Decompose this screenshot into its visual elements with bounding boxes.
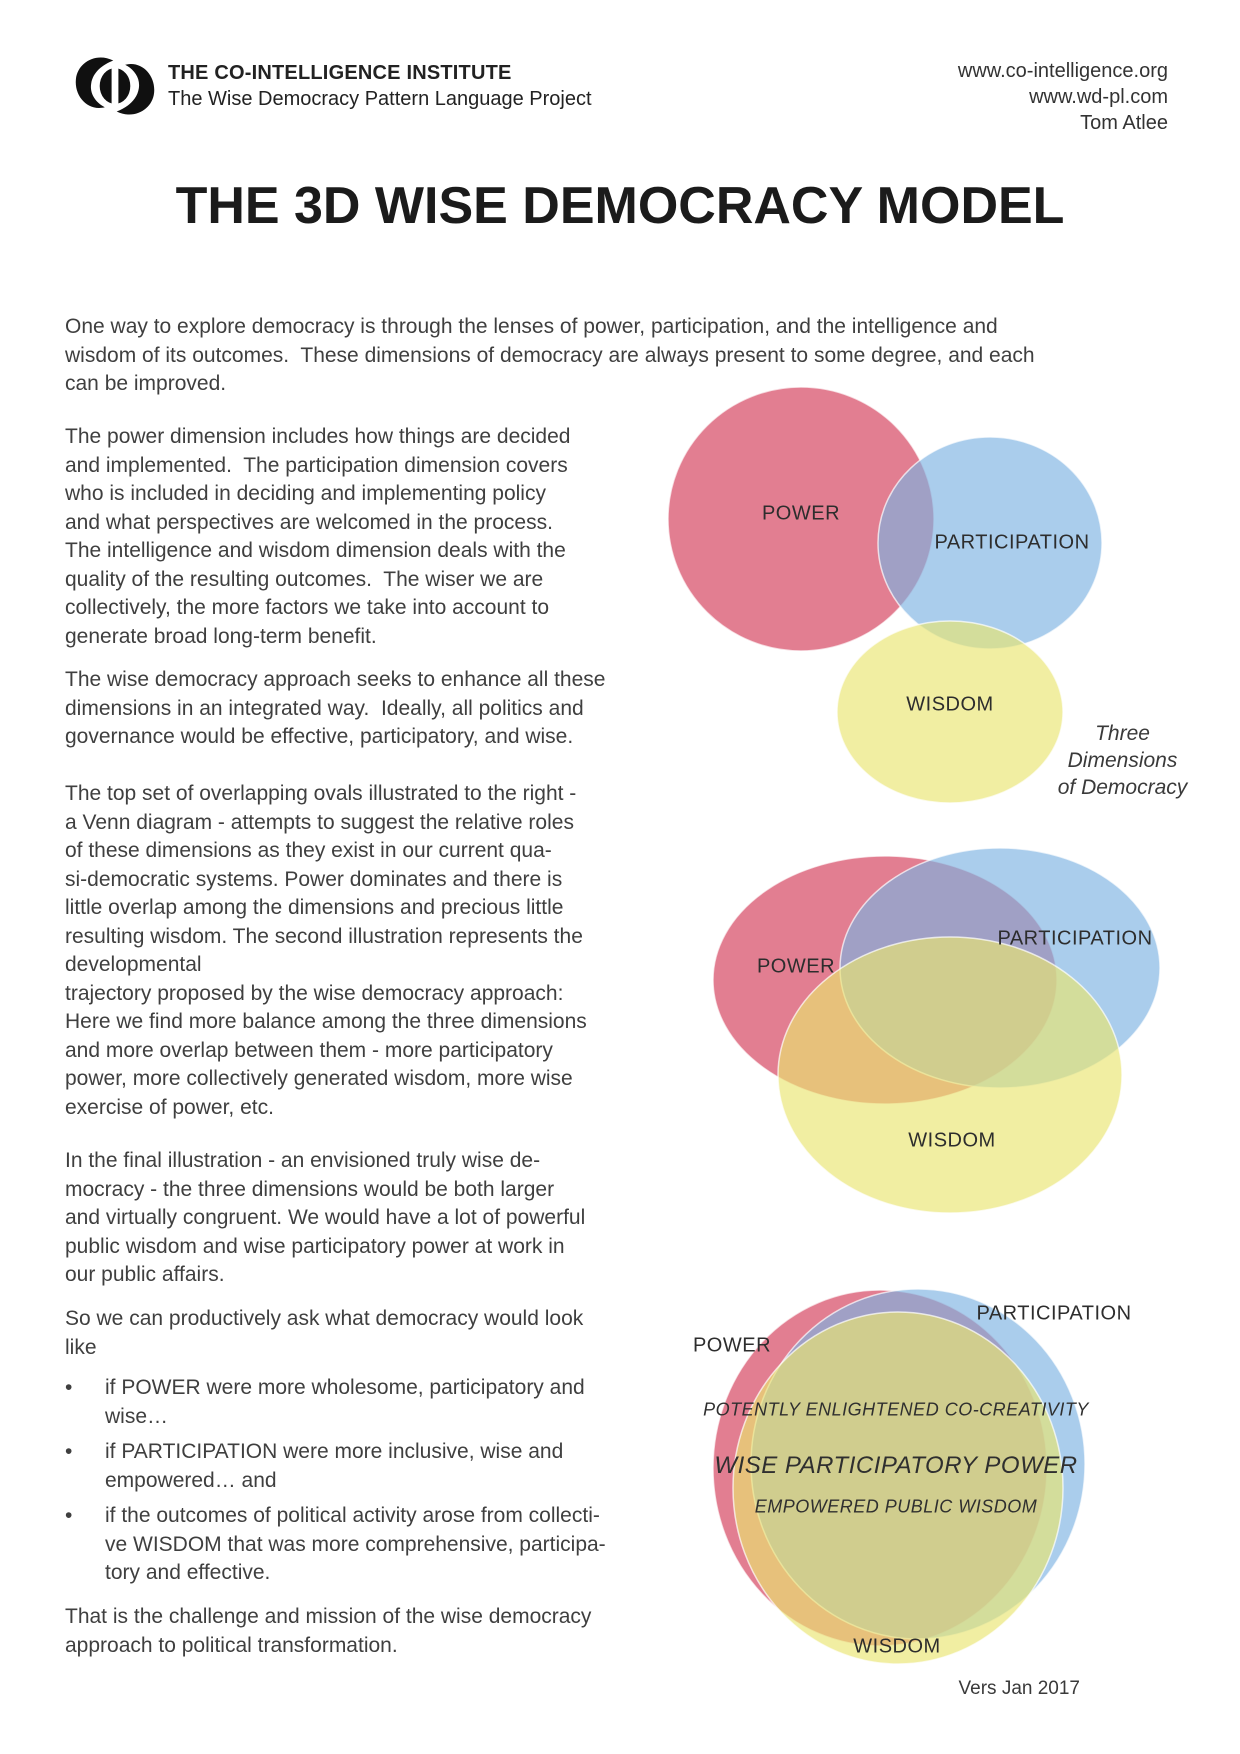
bullet-list: • if POWER were more wholesome, particip…: [65, 1374, 606, 1595]
venn-diagram-2: [712, 847, 1161, 1214]
venn3-inner-mid-label: WISE PARTICIPATORY POWER: [714, 1452, 1078, 1479]
project-name: The Wise Democracy Pattern Language Proj…: [168, 88, 592, 110]
co-intelligence-logo-icon: [75, 57, 155, 115]
bullet-dot-icon: •: [65, 1376, 73, 1399]
venn2-wisdom-ellipse: [777, 936, 1123, 1214]
venn3-inner-top-label: POTENTLY ENLIGHTENED CO-CREATIVITY: [703, 1399, 1089, 1420]
venn1-participation-label: PARTICIPATION: [934, 531, 1090, 554]
intro-paragraph: One way to explore democracy is through …: [65, 315, 1035, 395]
venn2-wisdom-label: WISDOM: [908, 1129, 996, 1152]
org-name: THE CO-INTELLIGENCE INSTITUTE: [168, 62, 512, 84]
venn2-power-label: POWER: [756, 955, 836, 978]
bullet-item-wisdom: • if the outcomes of political activity …: [65, 1502, 606, 1588]
header-contact-block: www.co-intelligence.org www.wd-pl.com To…: [760, 58, 1168, 136]
bullet-item-power: • if POWER were more wholesome, particip…: [65, 1374, 606, 1431]
link-co-intelligence-url[interactable]: www.co-intelligence.org: [957, 60, 1168, 82]
paragraph-wise-democracy: The wise democracy approach seeks to enh…: [65, 668, 606, 748]
venn2-participation-label: PARTICIPATION: [997, 927, 1153, 950]
venn3-inner-bottom-label: EMPOWERED PUBLIC WISDOM: [754, 1496, 1038, 1517]
venn3-wisdom-label: WISDOM: [853, 1635, 941, 1658]
link-wd-pl-url[interactable]: www.wd-pl.com: [1029, 86, 1168, 108]
venn3-wisdom-ellipse: [732, 1311, 1064, 1665]
venn1-power-label: POWER: [761, 502, 841, 525]
venn3-participation-label: PARTICIPATION: [976, 1302, 1132, 1325]
bullet-dot-icon: •: [65, 1440, 73, 1463]
bullet-item-participation: • if PARTICIPATION were more inclusive, …: [65, 1438, 606, 1495]
paragraph-power-dimension: The power dimension includes how things …: [65, 425, 571, 648]
venn1-caption: Three Dimensions of Democracy: [1057, 722, 1188, 799]
paragraph-top-set: The top set of overlapping ovals illustr…: [65, 782, 587, 1119]
paragraph-so-we-can: So we can productively ask what democrac…: [65, 1307, 584, 1359]
bullet-dot-icon: •: [65, 1504, 73, 1527]
page-title: THE 3D WISE DEMOCRACY MODEL: [175, 177, 1065, 235]
version-label: Vers Jan 2017: [958, 1678, 1080, 1699]
venn-diagram-1: [667, 386, 1103, 804]
author-name: Tom Atlee: [1080, 112, 1168, 134]
paragraph-final-illustration: In the final illustration - an envisione…: [65, 1149, 586, 1286]
closing-paragraph: That is the challenge and mission of the…: [65, 1605, 592, 1657]
venn1-wisdom-label: WISDOM: [906, 693, 994, 716]
venn3-power-label: POWER: [692, 1334, 772, 1357]
venn1-wisdom-ellipse: [836, 620, 1064, 804]
venn-diagram-3: [712, 1288, 1086, 1665]
